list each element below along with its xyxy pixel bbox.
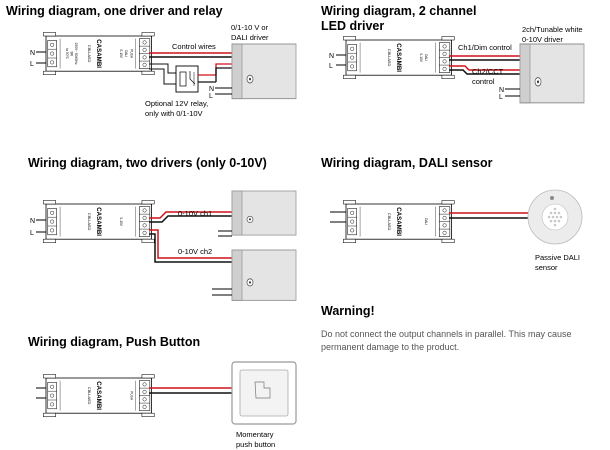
driver-box-3a: [231, 190, 297, 236]
label-n-3: N: [30, 218, 35, 225]
controller-model-5: CBU-ASD: [87, 387, 92, 405]
heading-one-driver: Wiring diagram, one driver and relay: [6, 4, 223, 18]
label-l-3: L: [30, 230, 34, 237]
driver-mains: N L: [209, 86, 232, 100]
controller-model-4: CBU-ASD: [387, 213, 392, 231]
diagram-one-driver-relay: N L CASAMBI CBU-ASD 230V~ 50/60Hz 3W ta …: [30, 23, 297, 118]
ch1-wires: 0-10V ch1: [149, 209, 232, 223]
controller-out-3-1: 0-10V: [119, 217, 123, 226]
label-ch2-2: control: [472, 77, 495, 86]
driver-box-2: [519, 43, 585, 104]
label-driver2-1: 2ch/Tunable white: [522, 25, 583, 34]
heading-dali-sensor: Wiring diagram, DALI sensor: [321, 156, 493, 170]
controller-brand-3: CASAMBI: [95, 207, 102, 236]
label-driver-1: 0/1-10 V or: [231, 23, 269, 32]
controller-out-1: 0-10V: [119, 49, 123, 58]
label-ch2-1: Ch2/CCT: [472, 67, 504, 76]
warning-text: Do not connect the output channels in pa…: [321, 329, 572, 352]
controller-model-2: CBU-ASD: [387, 49, 392, 67]
relay: Optional 12V relay, only with 0/1-10V: [145, 63, 232, 118]
controller-module-3: CASAMBI CBU-ASD 0-10V: [42, 200, 155, 244]
label-l-2: L: [329, 63, 333, 70]
heading-warning: Warning!: [321, 304, 375, 318]
label-driver2-2: 0-10V driver: [522, 35, 563, 44]
label-driver2-n: N: [499, 87, 504, 94]
heading-push-button: Wiring diagram, Push Button: [28, 335, 201, 349]
controller-module: CASAMBI CBU-ASD 230V~ 50/60Hz 3W ta 50°C…: [42, 32, 155, 76]
heading-two-channel-line1: Wiring diagram, 2 channel: [321, 4, 477, 18]
label-driver-l: L: [209, 93, 213, 100]
controller-module-5: CASAMBI CBU-ASD PUSH: [42, 374, 155, 418]
label-driver2-l: L: [499, 94, 503, 101]
label-sensor-2: sensor: [535, 263, 558, 272]
controller-module-4: CASAMBI CBU-ASD DALI: [342, 200, 455, 244]
diagram-two-drivers: N L CASAMBI CBU-ASD 0-10V 0-10V ch1 0-10…: [30, 190, 297, 301]
controller-spec-3: ta 50°C: [65, 48, 69, 59]
push-button-switch: [231, 361, 297, 425]
controller-out-4-1: DALI: [424, 218, 428, 225]
control-wires: Control wires: [149, 42, 232, 85]
controller-module-2: CASAMBI CBU-ASD 0-10V DALI: [342, 36, 455, 80]
controller-out-5-1: PUSH: [129, 391, 133, 400]
label-ch1: Ch1/Dim control: [458, 43, 512, 52]
ch2-wires: 0-10V ch2: [149, 229, 232, 263]
controller-out-2: DALI: [124, 50, 128, 57]
label-ch1-010v: 0-10V ch1: [178, 209, 212, 218]
driver-box: [231, 43, 297, 100]
diagram-push-button: CASAMBI CBU-ASD PUSH Momentary push butt…: [36, 361, 297, 449]
controller-spec-1: 230V~ 50/60Hz: [74, 43, 78, 65]
heading-two-drivers: Wiring diagram, two drivers (only 0-10V): [28, 156, 267, 170]
label-relay-1: Optional 12V relay,: [145, 99, 208, 108]
dali-sensor: [527, 189, 583, 245]
label-control-wires: Control wires: [172, 42, 216, 51]
label-sensor-1: Passive DALI: [535, 253, 580, 262]
controller-model: CBU-ASD: [87, 45, 92, 63]
heading-two-channel: Wiring diagram, 2 channel LED driver: [321, 4, 476, 34]
controller-spec-2: 3W: [70, 51, 74, 56]
label-n-2: N: [329, 53, 334, 60]
label-n: N: [30, 50, 35, 57]
label-l: L: [30, 61, 34, 68]
heading-two-channel-line2: LED driver: [321, 19, 385, 33]
label-ch2-010v: 0-10V ch2: [178, 247, 212, 256]
diagram-dali-sensor: CASAMBI CBU-ASD DALI Passive DALI sensor: [330, 189, 583, 272]
label-driver-2: DALI driver: [231, 33, 269, 42]
label-driver-n: N: [209, 86, 214, 93]
controller-brand-2: CASAMBI: [395, 43, 402, 72]
controller-brand: CASAMBI: [95, 39, 102, 68]
diagram-two-channel: N L CASAMBI CBU-ASD 0-10V DALI Ch1/Dim c…: [329, 25, 585, 104]
channel-wires: Ch1/Dim control Ch2/CCT control: [449, 43, 520, 86]
label-button-2: push button: [236, 440, 275, 449]
controller-brand-5: CASAMBI: [95, 381, 102, 410]
label-button-1: Momentary: [236, 430, 274, 439]
controller-brand-4: CASAMBI: [395, 207, 402, 236]
driver-box-3b: [231, 249, 297, 301]
controller-out-2-1: 0-10V: [419, 53, 423, 62]
controller-out-2-2: DALI: [424, 54, 428, 61]
controller-model-3: CBU-ASD: [87, 213, 92, 231]
label-relay-2: only with 0/1-10V: [145, 109, 203, 118]
controller-out-3: PUSH: [129, 49, 133, 58]
